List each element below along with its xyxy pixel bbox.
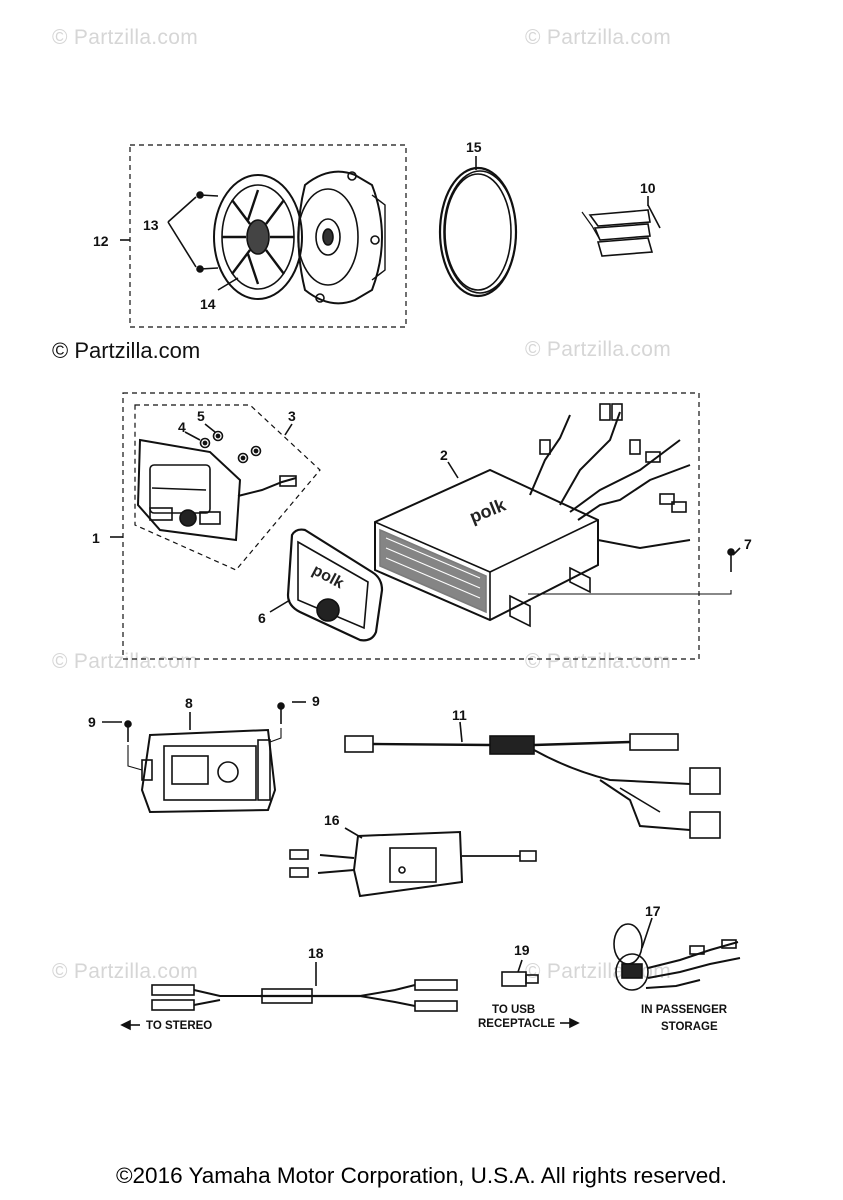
watermark: © Partzilla.com: [52, 650, 199, 673]
callout-14: 14: [200, 296, 216, 312]
callout-6: 6: [258, 610, 266, 626]
usb-receptacle-17: [613, 923, 741, 991]
callout-11: 11: [452, 707, 467, 723]
amplifier: [374, 403, 691, 628]
seal-strip-15: [438, 166, 518, 298]
callout-9a: 9: [88, 714, 96, 730]
callout-9b: 9: [312, 693, 320, 709]
head-unit: [136, 438, 297, 542]
speaker-kit-box: [129, 144, 407, 328]
amp-logo: polk: [467, 494, 510, 527]
head-unit-subkit-box: [134, 404, 321, 571]
arrow-to-stereo: [120, 1019, 140, 1031]
callout-5: 5: [197, 408, 205, 424]
callout-2: 2: [440, 447, 448, 463]
callout-17: 17: [645, 903, 661, 919]
note-to-usb: TO USB: [492, 1004, 535, 1016]
callout-7: 7: [744, 536, 752, 552]
copyright-notice: ©2016 Yamaha Motor Corporation, U.S.A. A…: [115, 1163, 728, 1188]
nuts-4-5: [199, 430, 262, 464]
callout-15: 15: [466, 139, 482, 155]
note-in-passenger: IN PASSENGER: [641, 1004, 728, 1016]
rca-cable-18: [151, 979, 458, 1012]
callout-8: 8: [185, 695, 193, 711]
cover-plate: [286, 528, 384, 642]
harness-11: [344, 733, 721, 839]
wire-item-10: [581, 204, 661, 257]
watermark: © Partzilla.com: [52, 26, 199, 49]
callout-12: 12: [93, 233, 109, 249]
screws-13: [196, 191, 219, 273]
screws-9: [124, 702, 285, 742]
callout-19: 19: [514, 942, 530, 958]
callout-4: 4: [178, 419, 186, 435]
callout-16: 16: [324, 812, 340, 828]
watermark-dark: © Partzilla.com: [52, 338, 201, 363]
watermark: © Partzilla.com: [525, 26, 672, 49]
callout-18: 18: [308, 945, 324, 961]
module-16: [289, 830, 537, 898]
arrow-to-usb: [560, 1017, 580, 1029]
callout-1: 1: [92, 530, 100, 546]
usb-adapter-19: [501, 971, 539, 987]
note-storage: STORAGE: [661, 1021, 718, 1033]
callout-10: 10: [640, 180, 656, 196]
stereo-kit-box: [122, 392, 700, 660]
speaker-body: [297, 170, 386, 305]
screw-7: [727, 548, 735, 572]
note-receptacle: RECEPTACLE: [478, 1018, 555, 1030]
watermark: © Partzilla.com: [525, 338, 672, 361]
note-to-stereo: TO STEREO: [146, 1020, 212, 1032]
speaker-grille: [213, 174, 303, 300]
watermark: © Partzilla.com: [52, 960, 199, 983]
bracket-8: [140, 728, 277, 814]
callout-13: 13: [143, 217, 159, 233]
watermark: © Partzilla.com: [525, 650, 672, 673]
callout-3: 3: [288, 408, 296, 424]
